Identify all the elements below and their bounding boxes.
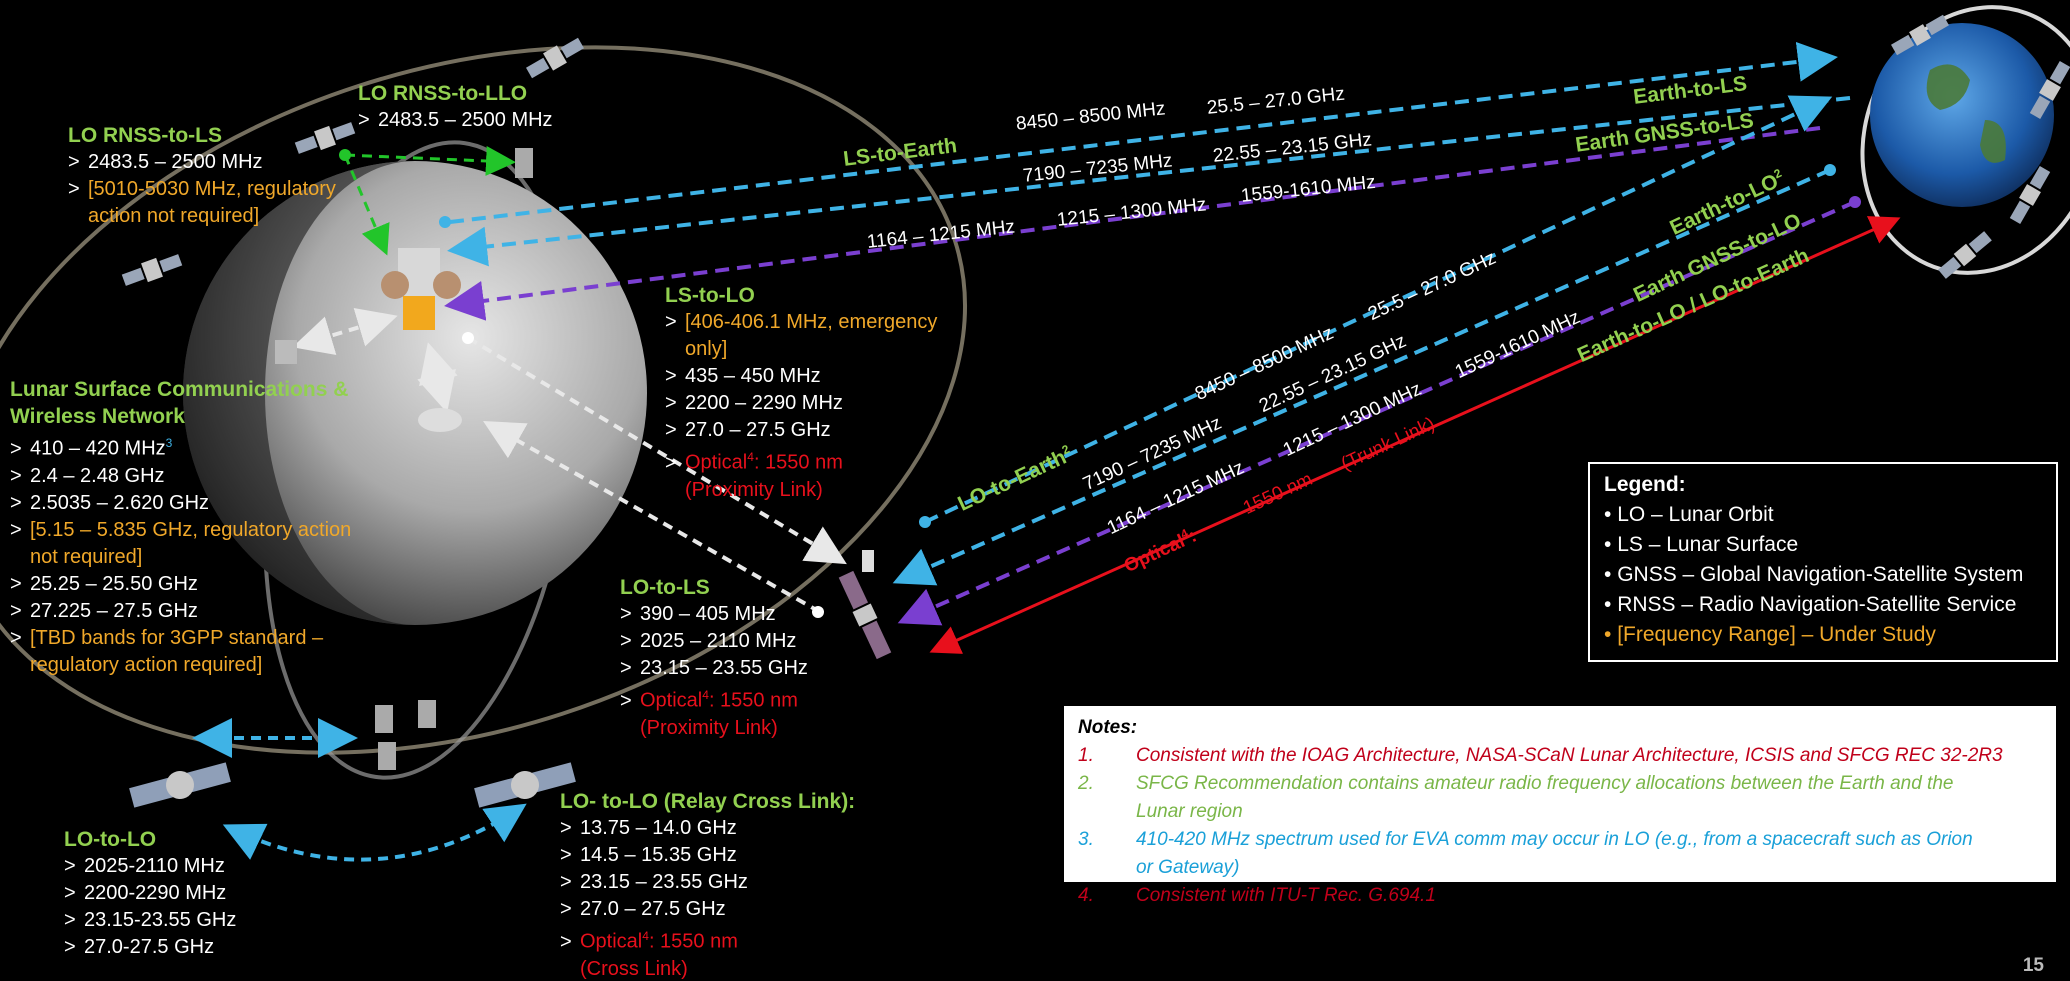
relay-freq-1: 13.75 – 14.0 GHz: [580, 817, 737, 839]
lo-rnss-to-llo-freq-1: 2483.5 – 2500 MHz: [378, 109, 553, 131]
lo-to-ls-title: LO-to-LS: [620, 576, 710, 599]
note-3a: 410-420 MHz spectrum used for EVA comm m…: [1136, 829, 1973, 850]
ls-freq-4b: not required]: [30, 545, 143, 568]
lo-to-ls-freq-2: 2025 – 2110 MHz: [640, 630, 797, 652]
lo-to-ls-freq-3: 23.15 – 23.55 GHz: [640, 657, 808, 679]
ls-freq-2: 2.4 – 2.48 GHz: [30, 464, 165, 487]
legend-item-ls: LS – Lunar Surface: [1604, 530, 2042, 560]
lo-to-ls-optical: Optical: [640, 689, 703, 712]
ls-freq-1: 410 – 420 MHz: [30, 437, 166, 460]
relay-cross-link-block: LO- to-LO (Relay Cross Link): >13.75 – 1…: [560, 788, 855, 981]
lunar-surface-title-a: Lunar Surface Communications &: [10, 378, 349, 401]
note-1-number: 1.: [1078, 745, 1094, 766]
relay-title: LO- to-LO (Relay Cross Link):: [560, 790, 856, 813]
ls-to-lo-freq-2: 435 – 450 MHz: [685, 365, 821, 387]
ls-freq-1-sup: 3: [165, 436, 173, 450]
ls-freq-3: 2.5035 – 2.620 GHz: [30, 491, 210, 514]
link-optical-trunk: [929, 216, 1901, 654]
notes-title: Notes:: [1078, 717, 1138, 738]
relay-optical-nm: : 1550 nm: [648, 930, 738, 953]
lo-to-lo-freq-3: 23.15-23.55 GHz: [84, 909, 237, 931]
ls-to-lo-freq-4: 27.0 – 27.5 GHz: [685, 419, 831, 441]
link-rnss-ls: [343, 154, 390, 256]
lo-rnss-to-llo-block: LO RNSS-to-LLO >2483.5 – 2500 MHz: [358, 82, 553, 131]
notes-box: Notes: 1. Consistent with the IOAG Archit…: [1064, 706, 2056, 906]
lo-to-ls-optical-nm: : 1550 nm: [708, 689, 798, 712]
lo-rnss-to-ls-freq-2b: action not required]: [88, 205, 260, 227]
lo-rnss-to-ls-title: LO RNSS-to-LS: [68, 124, 222, 147]
ls-to-lo-optical-sup: 4: [747, 450, 754, 464]
lo-to-lo-freq-4: 27.0-27.5 GHz: [84, 936, 215, 958]
link-rnss-llo: [344, 145, 516, 176]
lo-to-ls-block: LO-to-LS >390 – 405 MHz >2025 – 2110 MHz…: [620, 574, 808, 742]
relay-freq-2: 14.5 – 15.35 GHz: [580, 844, 737, 866]
relay-optical-link: (Cross Link): [580, 957, 688, 980]
lunar-surface-block: Lunar Surface Communications & Wireless …: [10, 376, 351, 679]
legend-item-lo: LO – Lunar Orbit: [1604, 500, 2042, 530]
ls-freq-6: 27.225 – 27.5 GHz: [30, 599, 198, 622]
note-2-number: 2.: [1078, 773, 1094, 794]
lo-to-lo-freq-2: 2200-2290 MHz: [84, 882, 227, 904]
lo-to-lo-block: LO-to-LO >2025-2110 MHz >2200-2290 MHz >…: [64, 828, 237, 958]
note-4-number: 4.: [1078, 885, 1094, 906]
lo-rnss-to-ls-freq-1: 2483.5 – 2500 MHz: [88, 151, 263, 173]
note-4: Consistent with ITU-T Rec. G.694.1: [1136, 885, 1436, 906]
relay-freq-4: 27.0 – 27.5 GHz: [580, 898, 726, 920]
link-ls-earth-1: [449, 41, 1838, 224]
note-1: Consistent with the IOAG Architecture, N…: [1136, 745, 2003, 766]
ls-freq-5: 25.25 – 25.50 GHz: [30, 572, 198, 595]
lo-to-ls-optical-link: (Proximity Link): [640, 716, 778, 739]
ls-to-lo-optical-nm: : 1550 nm: [753, 451, 843, 474]
lo-to-ls-freq-1: 390 – 405 MHz: [640, 603, 776, 625]
ls-to-lo-freq-1b: only]: [685, 338, 728, 360]
lo-to-ls-optical-sup: 4: [702, 688, 709, 702]
ls-to-lo-freq-3: 2200 – 2290 MHz: [685, 392, 843, 414]
lo-rnss-to-ls-freq-2a: [5010-5030 MHz, regulatory: [88, 178, 336, 200]
ls-freq-7a: [TBD bands for 3GPP standard –: [30, 626, 324, 649]
ls-to-lo-optical: Optical: [685, 451, 748, 474]
legend-item-under-study: [Frequency Range] – Under Study: [1604, 620, 2042, 650]
ls-to-lo-block: LS-to-LO >[406-406.1 MHz, emergency only…: [665, 282, 937, 504]
page-number: 15: [2022, 955, 2044, 976]
note-2b: Lunar region: [1136, 801, 1243, 822]
relay-freq-3: 23.15 – 23.55 GHz: [580, 871, 748, 893]
legend-box: Legend: LO – Lunar Orbit LS – Lunar Surf…: [1588, 462, 2058, 662]
ls-to-lo-title: LS-to-LO: [665, 284, 755, 307]
lo-to-lo-freq-1: 2025-2110 MHz: [84, 855, 225, 877]
ls-freq-7b: regulatory action required]: [30, 653, 263, 676]
ls-to-lo-freq-1a: [406-406.1 MHz, emergency: [685, 311, 938, 333]
relay-optical-sup: 4: [642, 929, 649, 943]
ls-to-lo-optical-link: (Proximity Link): [685, 478, 823, 501]
lunar-lander-icon: [381, 248, 461, 330]
legend-item-rnss: RNSS – Radio Navigation-Satellite Servic…: [1604, 590, 2042, 620]
note-3b: or Gateway): [1136, 857, 1240, 878]
lo-to-lo-title: LO-to-LO: [64, 828, 157, 851]
moon: [183, 161, 647, 625]
astronaut-icon: [862, 550, 874, 572]
link-ls-earth-2: [447, 96, 1851, 267]
relay-optical: Optical: [580, 930, 643, 953]
note-3-number: 3.: [1078, 829, 1094, 850]
note-2a: SFCG Recommendation contains amateur rad…: [1136, 773, 1954, 794]
legend-title: Legend:: [1604, 473, 1686, 496]
earth: [1870, 23, 2054, 207]
lo-rnss-to-ls-block: LO RNSS-to-LS >2483.5 – 2500 MHz >[5010-…: [68, 122, 336, 230]
lo-rnss-to-llo-title: LO RNSS-to-LLO: [358, 82, 528, 105]
legend-item-gnss: GNSS – Global Navigation-Satellite Syste…: [1604, 560, 2042, 590]
ls-freq-4a: [5.15 – 5.835 GHz, regulatory action: [30, 518, 352, 541]
lunar-surface-title-b: Wireless Network: [10, 405, 185, 428]
